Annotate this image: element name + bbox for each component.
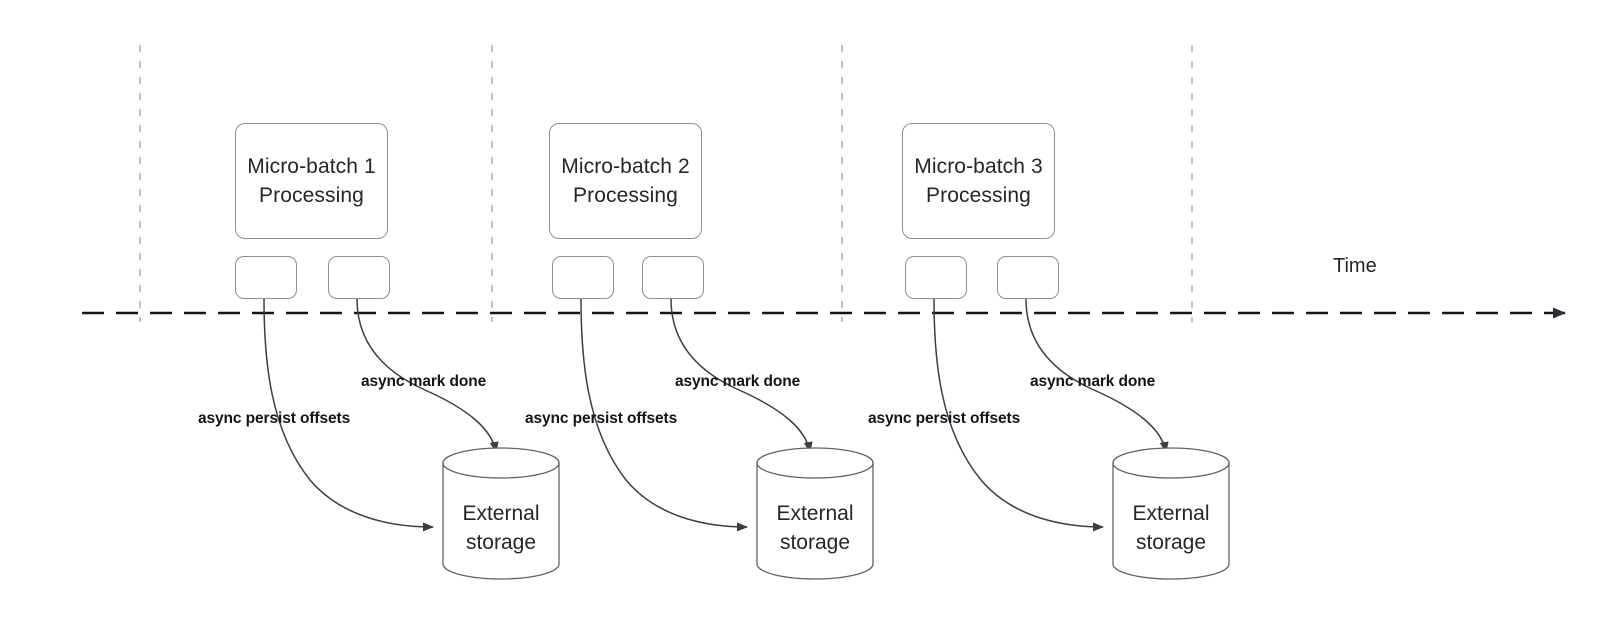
micro-batch-1-mark-done-task[interactable] — [328, 256, 390, 299]
edge-async-mark-done-1 — [356, 298, 499, 453]
edge-label-async-persist-offsets-2: async persist offsets — [525, 410, 678, 427]
batch-group-1-edges — [263, 298, 499, 532]
edge-label-async-mark-done-3: async mark done — [1030, 373, 1156, 390]
micro-batch-2-mark-done-task[interactable] — [642, 256, 704, 299]
micro-batch-3-processing-box[interactable]: Micro-batch 3 Processing — [902, 123, 1055, 239]
micro-batch-1-processing-box[interactable]: Micro-batch 1 Processing — [235, 123, 388, 239]
edge-label-async-mark-done-1: async mark done — [361, 373, 487, 390]
edge-async-mark-done-2 — [670, 298, 813, 453]
micro-batch-2-processing-box[interactable]: Micro-batch 2 Processing — [549, 123, 702, 239]
micro-batch-1-offsets-commit-task[interactable] — [235, 256, 297, 299]
external-storage-cylinder-2 — [756, 447, 874, 580]
batch-boundary-ticks — [139, 45, 1193, 322]
micro-batch-2-offsets-commit-task[interactable] — [552, 256, 614, 299]
edge-async-persist-offsets-1 — [263, 298, 434, 532]
external-storage-cylinder-3 — [1112, 447, 1230, 580]
edge-async-persist-offsets-3 — [933, 298, 1104, 532]
edge-label-async-mark-done-2: async mark done — [675, 373, 801, 390]
batch-group-3-edges — [933, 298, 1169, 532]
external-storage-cylinder-1 — [442, 447, 560, 580]
time-axis-label: Time — [1333, 255, 1377, 277]
edge-label-async-persist-offsets-3: async persist offsets — [868, 410, 1021, 427]
edge-async-mark-done-3 — [1025, 298, 1169, 453]
edge-label-async-persist-offsets-1: async persist offsets — [198, 410, 351, 427]
edge-async-persist-offsets-2 — [580, 298, 748, 532]
batch-group-2-edges — [580, 298, 813, 532]
micro-batch-3-mark-done-task[interactable] — [997, 256, 1059, 299]
micro-batch-3-offsets-commit-task[interactable] — [905, 256, 967, 299]
